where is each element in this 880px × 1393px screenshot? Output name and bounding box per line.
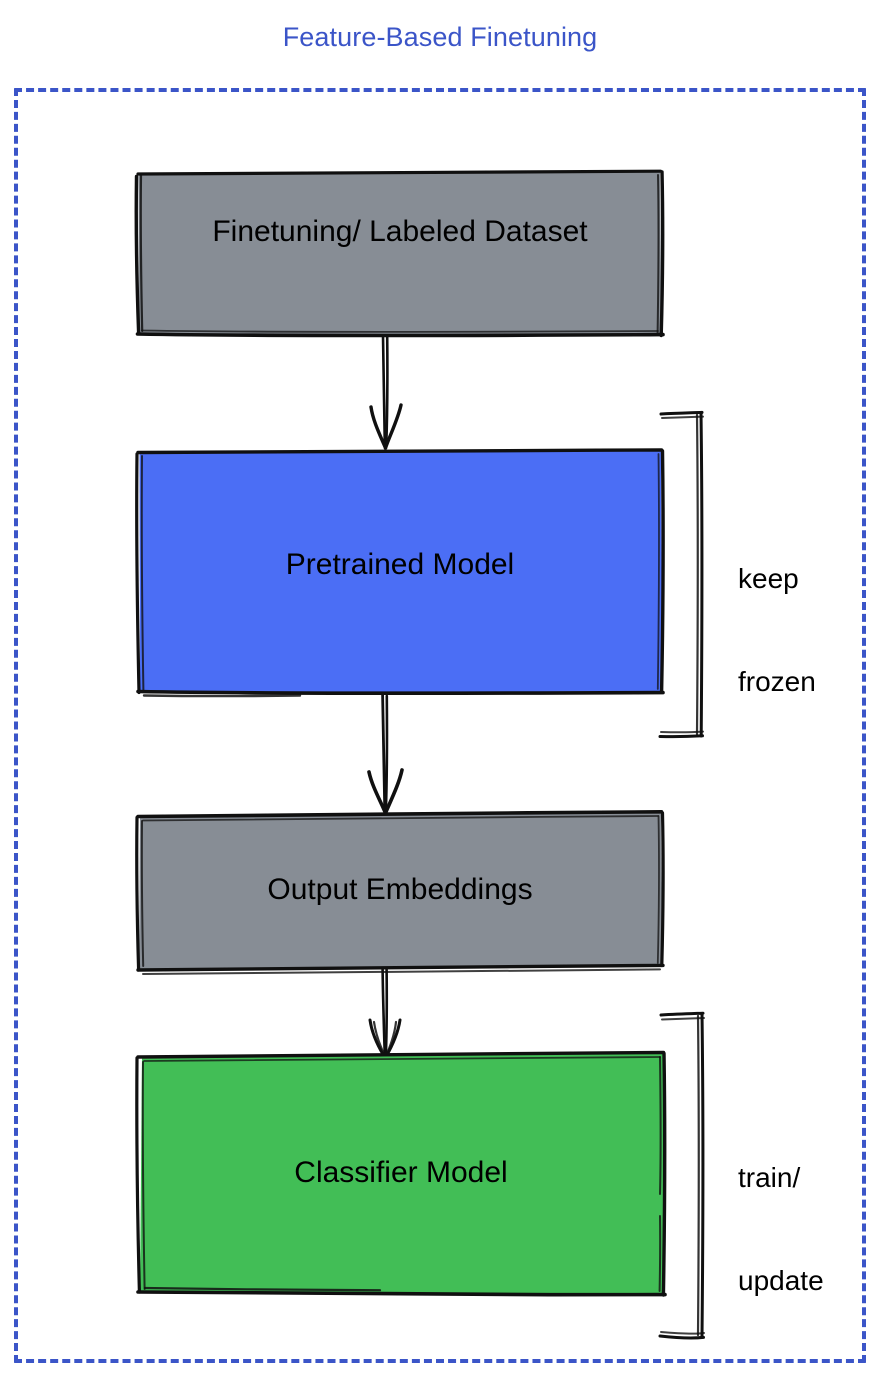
- edge-pretrained-to-embeddings: [367, 693, 404, 815]
- page-title: Feature-Based Finetuning: [282, 22, 598, 52]
- annotation-keep-frozen-line1: keep: [738, 563, 799, 595]
- node-embeddings-label: Output Embeddings: [267, 873, 533, 906]
- node-output-embeddings[interactable]: Output Embeddings: [130, 805, 670, 977]
- node-dataset-shape: [134, 169, 665, 338]
- node-pretrained-model[interactable]: Pretrained Model: [130, 444, 670, 700]
- node-dataset[interactable]: Finetuning/ Labeled Dataset: [130, 165, 670, 343]
- edge-dataset-to-pretrained: [369, 334, 403, 450]
- node-classifier-label: Classifier Model: [294, 1156, 508, 1189]
- annotation-train-update-line1: train/: [738, 1162, 801, 1194]
- annotation-keep-frozen: keep frozen: [738, 494, 816, 767]
- annotation-keep-frozen-line2: frozen: [738, 665, 816, 697]
- node-pretrained-label: Pretrained Model: [285, 548, 515, 581]
- node-dataset-label: Finetuning/ Labeled Dataset: [212, 215, 588, 248]
- node-classifier-model[interactable]: Classifier Model: [130, 1046, 672, 1302]
- annotation-train-update-line2: update: [738, 1264, 824, 1296]
- annotation-train-update: train/ update: [738, 1093, 824, 1366]
